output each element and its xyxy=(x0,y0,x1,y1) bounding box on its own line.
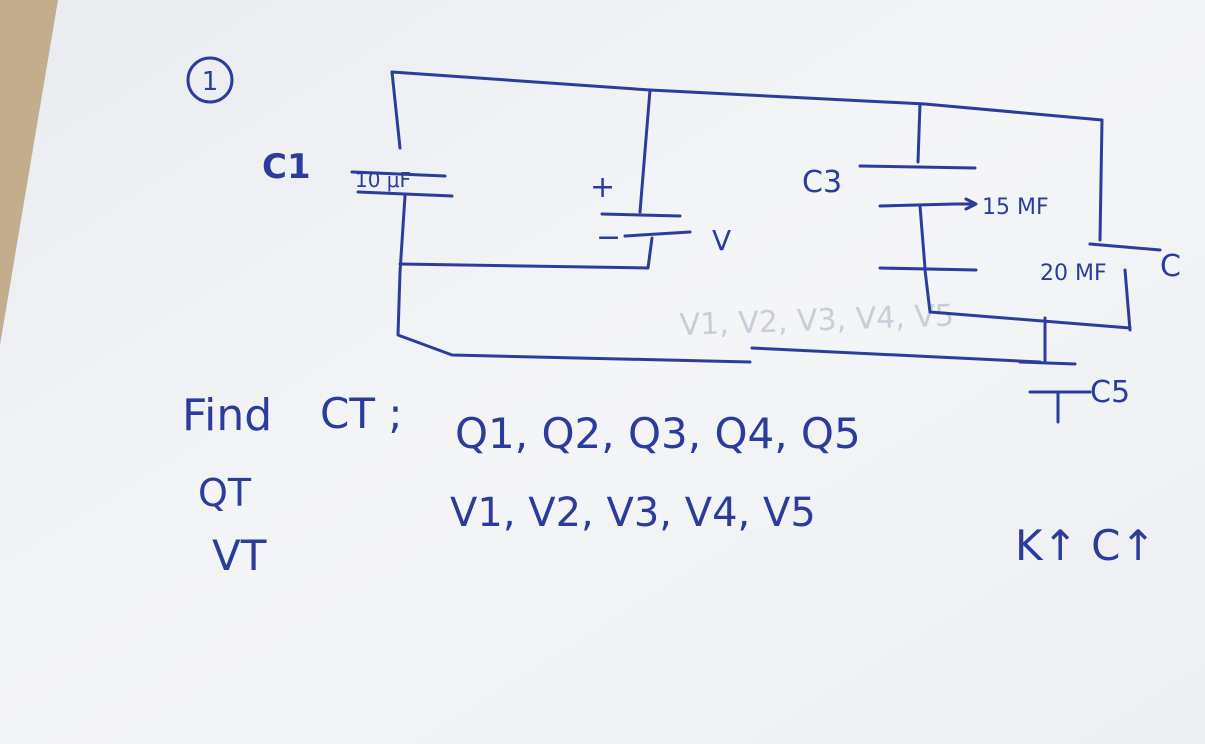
battery-plate-long xyxy=(600,212,682,218)
wire-c3-top xyxy=(916,102,922,164)
wire-c1-top xyxy=(390,70,402,150)
c3-plate-top xyxy=(858,164,977,170)
charges-list: Q1, Q2, Q3, Q4, Q5 xyxy=(455,409,861,458)
c1-label: C1 xyxy=(262,147,311,187)
wire-bottom-right xyxy=(750,346,1042,364)
c4-value: 20 MF xyxy=(1040,261,1107,286)
c3-arrow-icon xyxy=(953,197,978,211)
problem-number: 1 xyxy=(202,67,219,97)
wire-c1-bottom xyxy=(398,194,407,274)
find-label: Find xyxy=(182,390,272,441)
c1-value: 10 μF xyxy=(355,168,411,192)
c5-label: C5 xyxy=(1090,375,1130,410)
qt-label: QT xyxy=(198,471,252,515)
c4-plate-left xyxy=(878,266,978,272)
battery-label: V xyxy=(712,224,731,257)
wire-c3-bottom xyxy=(918,204,927,270)
c3-value: 15 MF xyxy=(982,195,1049,220)
wire-battery-bottom xyxy=(398,236,654,270)
wire-c4-bottom xyxy=(923,268,1132,330)
ct-label: CT ; xyxy=(320,389,402,438)
wire-c2-bottom xyxy=(1123,268,1132,332)
wire-top xyxy=(390,70,1104,122)
c2-label: C xyxy=(1160,249,1181,284)
wire-bottom-left xyxy=(396,270,752,364)
k-c-note: K↑ C↑ xyxy=(1015,521,1156,570)
battery-plate-short xyxy=(623,230,692,238)
c3-label: C3 xyxy=(802,165,842,200)
voltages-list: V1, V2, V3, V4, V5 xyxy=(450,490,816,536)
battery-minus: − xyxy=(596,220,621,255)
vt-label: VT xyxy=(212,531,267,580)
c1-plate-bottom xyxy=(356,190,454,198)
c3-plate-bottom xyxy=(878,202,957,208)
battery-plus: + xyxy=(590,170,615,205)
problem-number-circle xyxy=(186,56,234,104)
wire-c2-top xyxy=(1098,118,1104,242)
circuit-diagram xyxy=(350,70,1162,424)
c5-plate-top xyxy=(1018,360,1077,366)
c2-plate xyxy=(1088,242,1162,252)
c1-plate-top xyxy=(350,170,447,178)
wire-battery-top xyxy=(638,88,652,214)
